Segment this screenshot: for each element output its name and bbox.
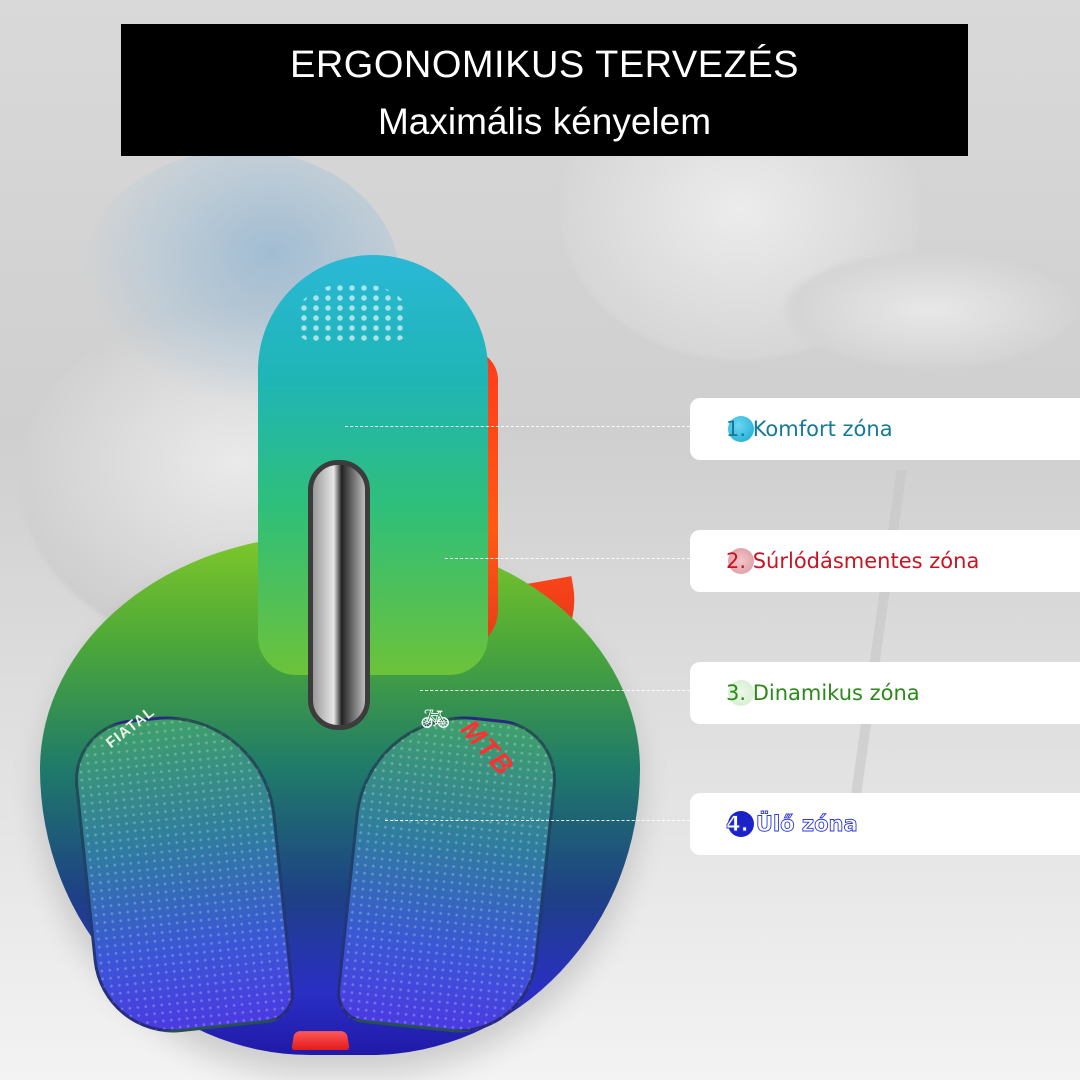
leader-line-1 <box>345 426 690 427</box>
zone-bullet-icon <box>728 416 754 442</box>
leader-line-3 <box>420 690 690 691</box>
bicycle-icon: 🚲︎ <box>420 706 451 733</box>
saddle-center-cutout <box>308 460 370 730</box>
bike-saddle: FIATAL 🚲︎ MTB <box>40 255 640 1070</box>
banner-title: ERGONOMIKUS TERVEZÉS <box>289 44 800 86</box>
leader-line-2 <box>445 558 690 559</box>
zone-label-dynamic: 3. Dinamikus zóna <box>690 662 1080 724</box>
zone-label-frictionless: 2. Súrlódásmentes zóna <box>690 530 1080 592</box>
banner-subtitle: Maximális kényelem <box>377 101 712 142</box>
tail-light-reflector <box>291 1031 350 1050</box>
zone-label-text: 2. Súrlódásmentes zóna <box>726 549 980 573</box>
saddle-nose <box>258 255 488 675</box>
zone-label-text: 4. Ülő zóna <box>726 812 859 837</box>
header-banner: ERGONOMIKUS TERVEZÉS Maximális kényelem <box>121 24 968 156</box>
zone-bullet-icon <box>728 680 754 706</box>
saddle-pad-left <box>69 705 297 1041</box>
zone-label-text: 1. Komfort zóna <box>726 417 893 441</box>
saddle-pad-right <box>334 705 562 1041</box>
zone-label-text: 3. Dinamikus zóna <box>726 681 920 705</box>
zone-bullet-icon <box>728 548 754 574</box>
zone-bullet-icon <box>728 811 754 837</box>
ventilation-dots <box>298 283 408 343</box>
zone-label-seating: 4. Ülő zóna <box>690 793 1080 855</box>
zone-label-comfort: 1. Komfort zóna <box>690 398 1080 460</box>
leader-line-4 <box>385 820 690 821</box>
background-rider-arm <box>780 250 1080 370</box>
